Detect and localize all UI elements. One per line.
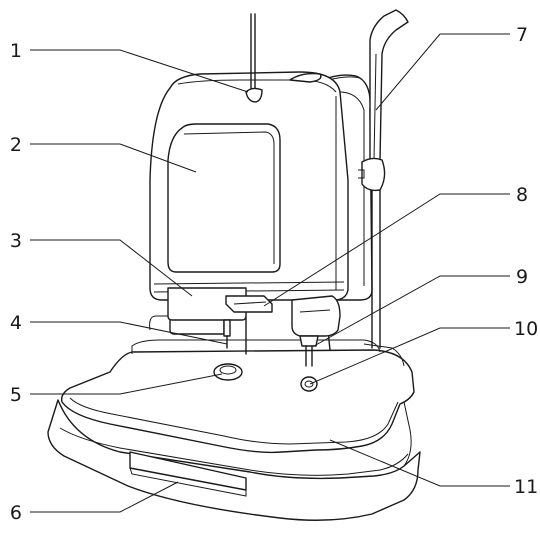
leader-lines <box>30 33 510 513</box>
base-platform <box>47 339 421 521</box>
callout-11: 11 <box>514 476 538 498</box>
housing-body <box>149 71 373 301</box>
lamp-gooseneck <box>358 9 409 349</box>
callout-4: 4 <box>10 312 22 334</box>
drawer-tray <box>129 451 247 497</box>
callout-8: 8 <box>516 184 528 206</box>
punch-hole-left <box>213 363 243 381</box>
callout-numbers: 1 2 3 4 5 6 7 8 9 10 11 <box>10 24 538 524</box>
drill-head-left <box>167 287 273 349</box>
callout-10: 10 <box>514 318 538 340</box>
callout-9: 9 <box>516 266 528 288</box>
drill-head-right <box>291 295 341 367</box>
callout-7: 7 <box>516 24 528 46</box>
callout-5: 5 <box>10 384 22 406</box>
callout-1: 1 <box>10 40 22 62</box>
top-rod <box>245 13 263 103</box>
punch-hole-right <box>300 376 318 392</box>
callout-3: 3 <box>10 230 22 252</box>
callout-6: 6 <box>10 502 22 524</box>
callout-2: 2 <box>10 134 22 156</box>
